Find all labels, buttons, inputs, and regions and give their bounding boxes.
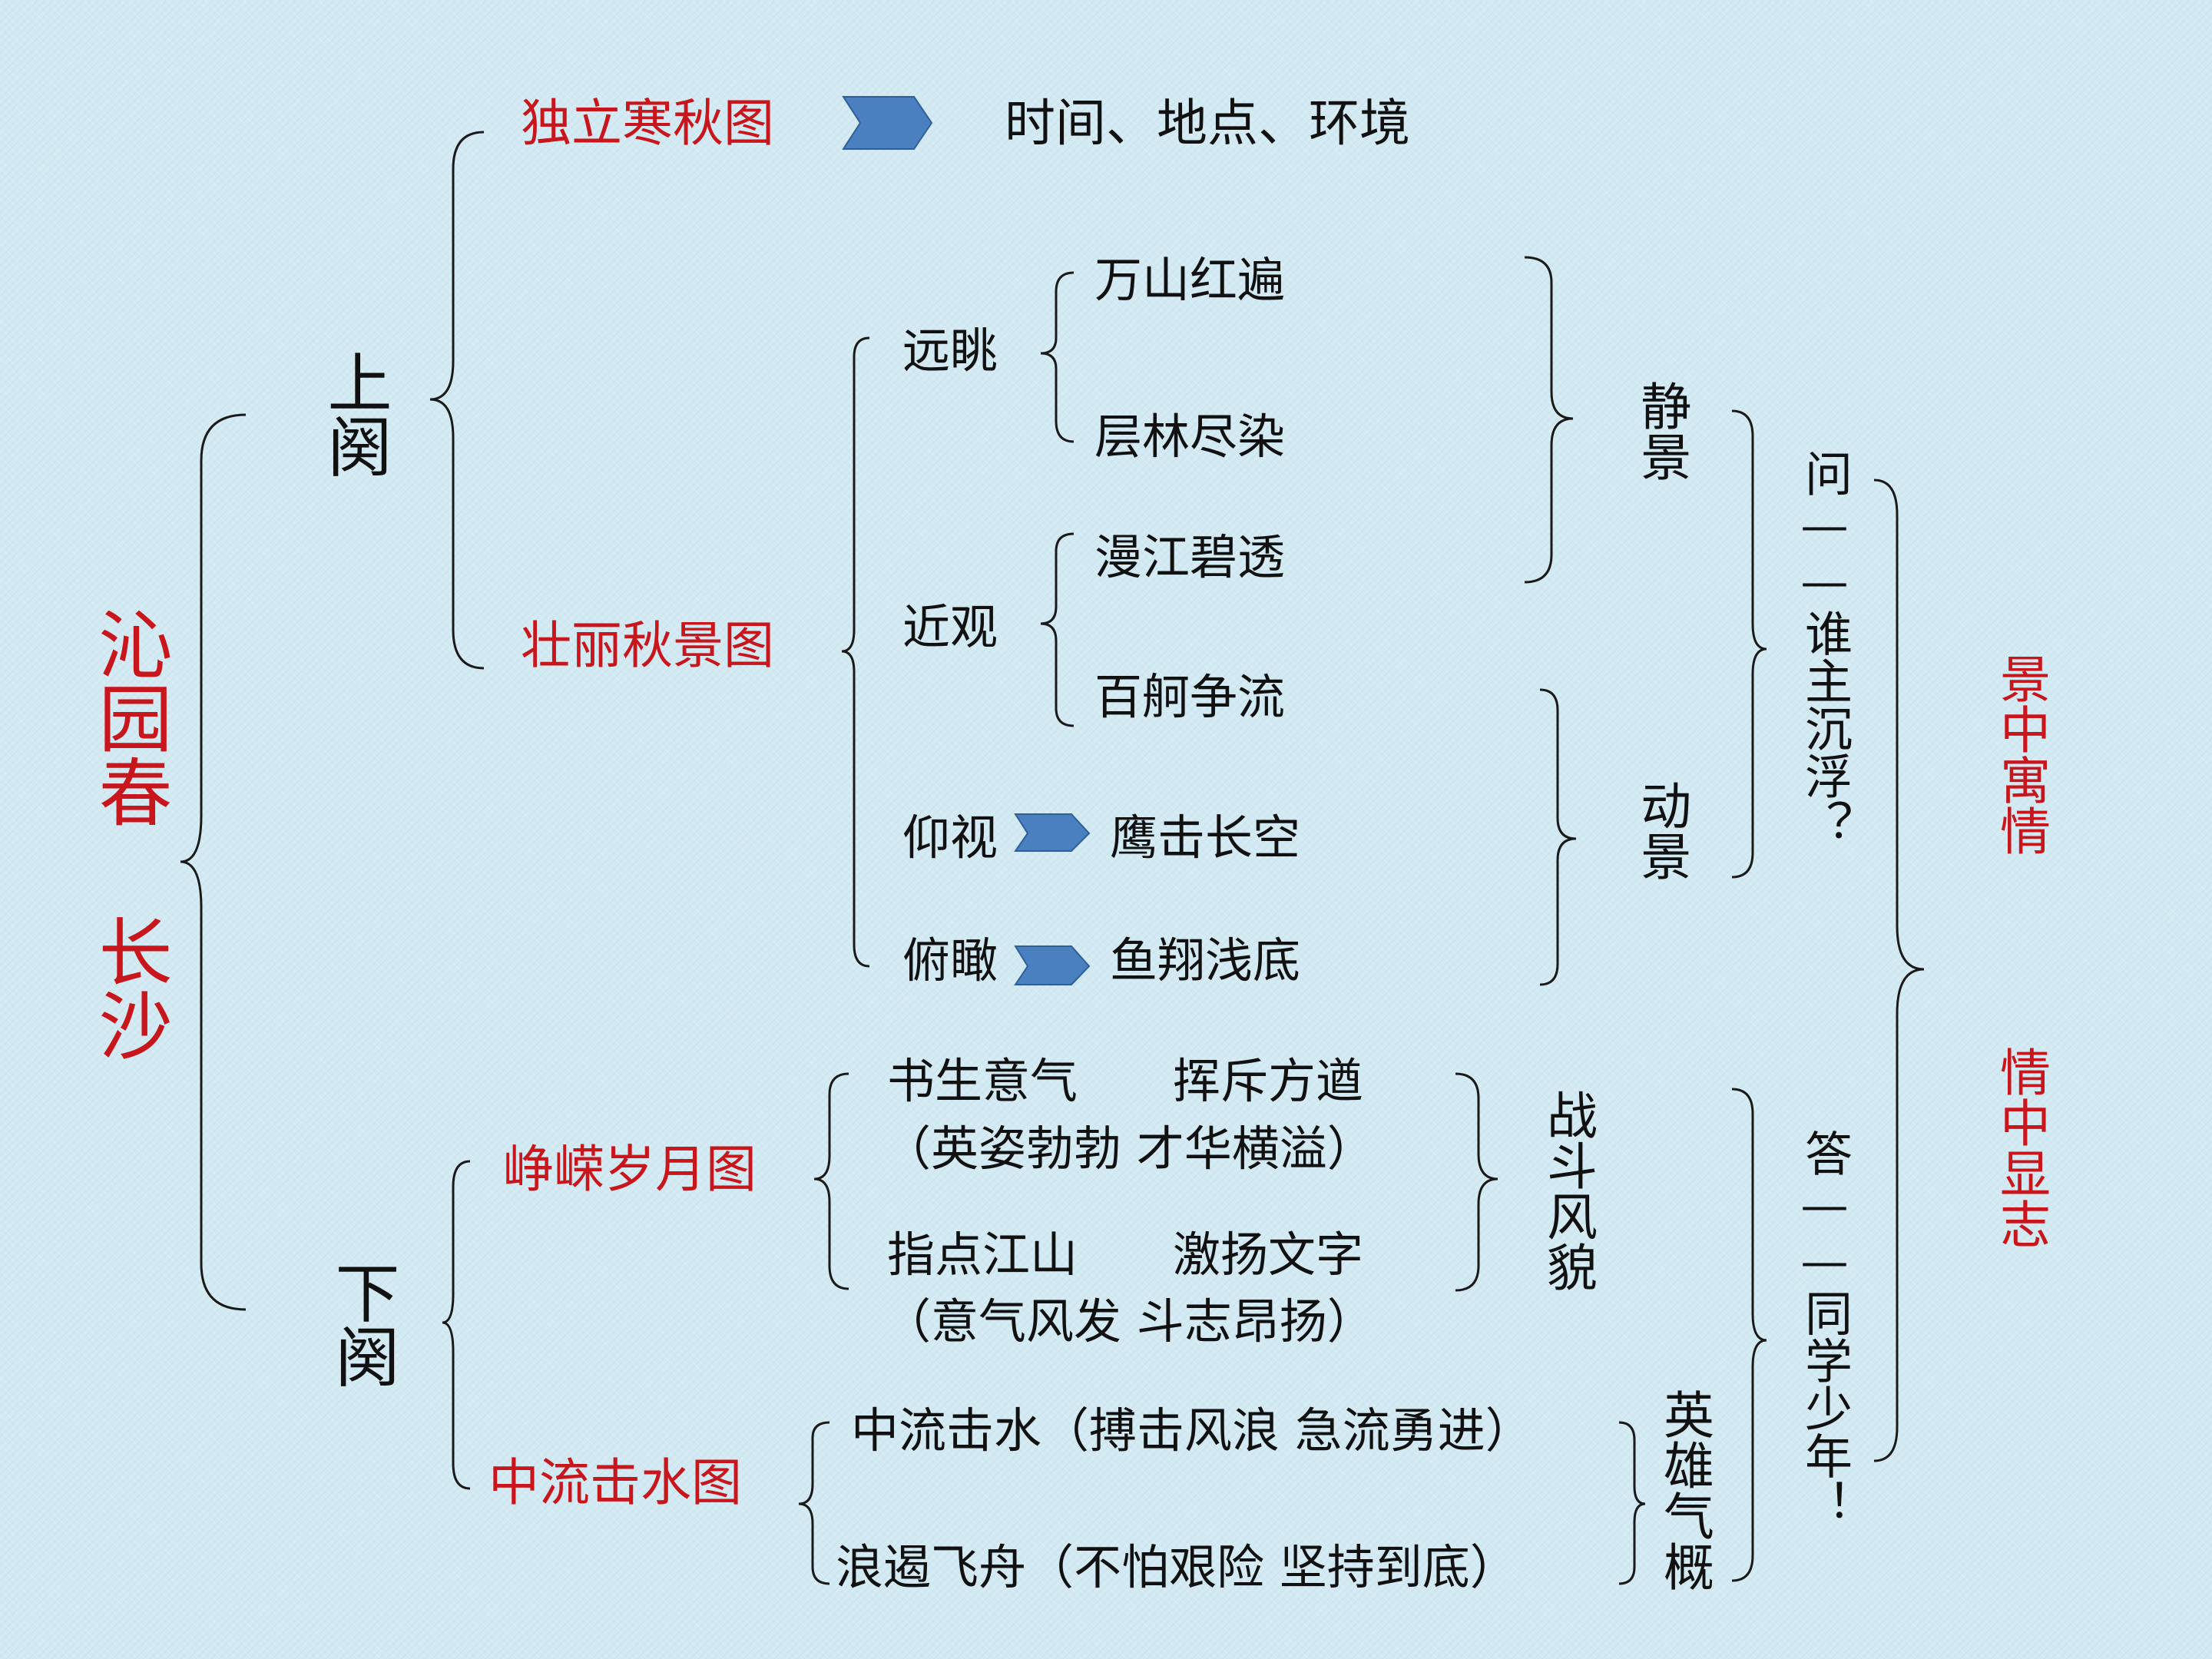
scene4-row2: 浪遏飞舟（不怕艰险 坚持到底） <box>836 1539 1518 1595</box>
brace-hero <box>1618 1421 1646 1585</box>
brace-part2 <box>442 1160 471 1490</box>
brace-answer <box>1731 1088 1767 1582</box>
brace-near <box>1040 532 1075 727</box>
scene3-row2-note: （意气风发 斗志昂扬） <box>883 1293 1375 1349</box>
brace-themes <box>1873 478 1925 1462</box>
answer-text: 答——同学少年！ <box>1796 1129 1853 1527</box>
static-label: 静景 <box>1632 380 1692 482</box>
scene3-row2-main: 指点江山 激扬文字 <box>887 1227 1364 1283</box>
far-item-2: 层林尽染 <box>1094 409 1286 465</box>
brace-scene3 <box>813 1072 849 1290</box>
scene3-label: 峥嵘岁月图 <box>503 1140 757 1199</box>
scene3-row1-main: 书生意气 挥斥方遒 <box>887 1053 1364 1109</box>
brace-part1 <box>429 131 485 670</box>
title-line2: 长沙 <box>86 914 172 1061</box>
scene2-label: 壮丽秋景图 <box>521 616 774 675</box>
scene4-label: 中流击水图 <box>488 1453 742 1512</box>
brace-question <box>1731 409 1767 879</box>
hero-summary: 英雄气概 <box>1655 1389 1714 1591</box>
brace-far <box>1040 271 1075 443</box>
title-line1: 沁园春 <box>86 607 172 828</box>
scene3-row1-note: （英姿勃勃 才华横溢） <box>883 1121 1375 1177</box>
near-item-1: 漫江碧透 <box>1094 529 1286 585</box>
dynamic-label: 动景 <box>1632 780 1692 881</box>
arrow-icon <box>842 96 933 150</box>
arrow-icon <box>1014 813 1091 852</box>
part2-label: 下阕 <box>325 1260 400 1389</box>
question-text: 问——谁主沉浮？ <box>1796 449 1853 847</box>
theme-1: 景中寓情 <box>1992 653 2051 856</box>
up-item: 鹰击长空 <box>1110 810 1301 866</box>
down-label: 俯瞰 <box>902 932 998 988</box>
brace-scene2 <box>841 336 870 968</box>
battle-summary: 战斗风貌 <box>1538 1089 1598 1292</box>
up-label: 仰视 <box>902 810 998 866</box>
near-item-2: 百舸争流 <box>1094 669 1286 725</box>
scene1-detail: 时间、地点、环境 <box>1005 94 1410 153</box>
brace-title <box>180 413 247 1311</box>
brace-battle <box>1455 1072 1498 1292</box>
far-label: 远眺 <box>902 323 998 379</box>
scene4-row1: 中流击水（搏击风浪 急流勇进） <box>851 1402 1533 1459</box>
far-item-1: 万山红遍 <box>1094 252 1286 308</box>
brace-scene4 <box>798 1421 830 1585</box>
brace-static <box>1524 256 1574 584</box>
scene1-label: 独立寒秋图 <box>521 94 774 153</box>
part1-label: 上阕 <box>317 349 392 478</box>
theme-2: 情中显志 <box>1992 1046 2051 1249</box>
near-label: 近观 <box>902 599 998 655</box>
arrow-icon <box>1014 945 1091 985</box>
down-item: 鱼翔浅底 <box>1110 932 1301 988</box>
brace-dynamic <box>1539 688 1577 986</box>
